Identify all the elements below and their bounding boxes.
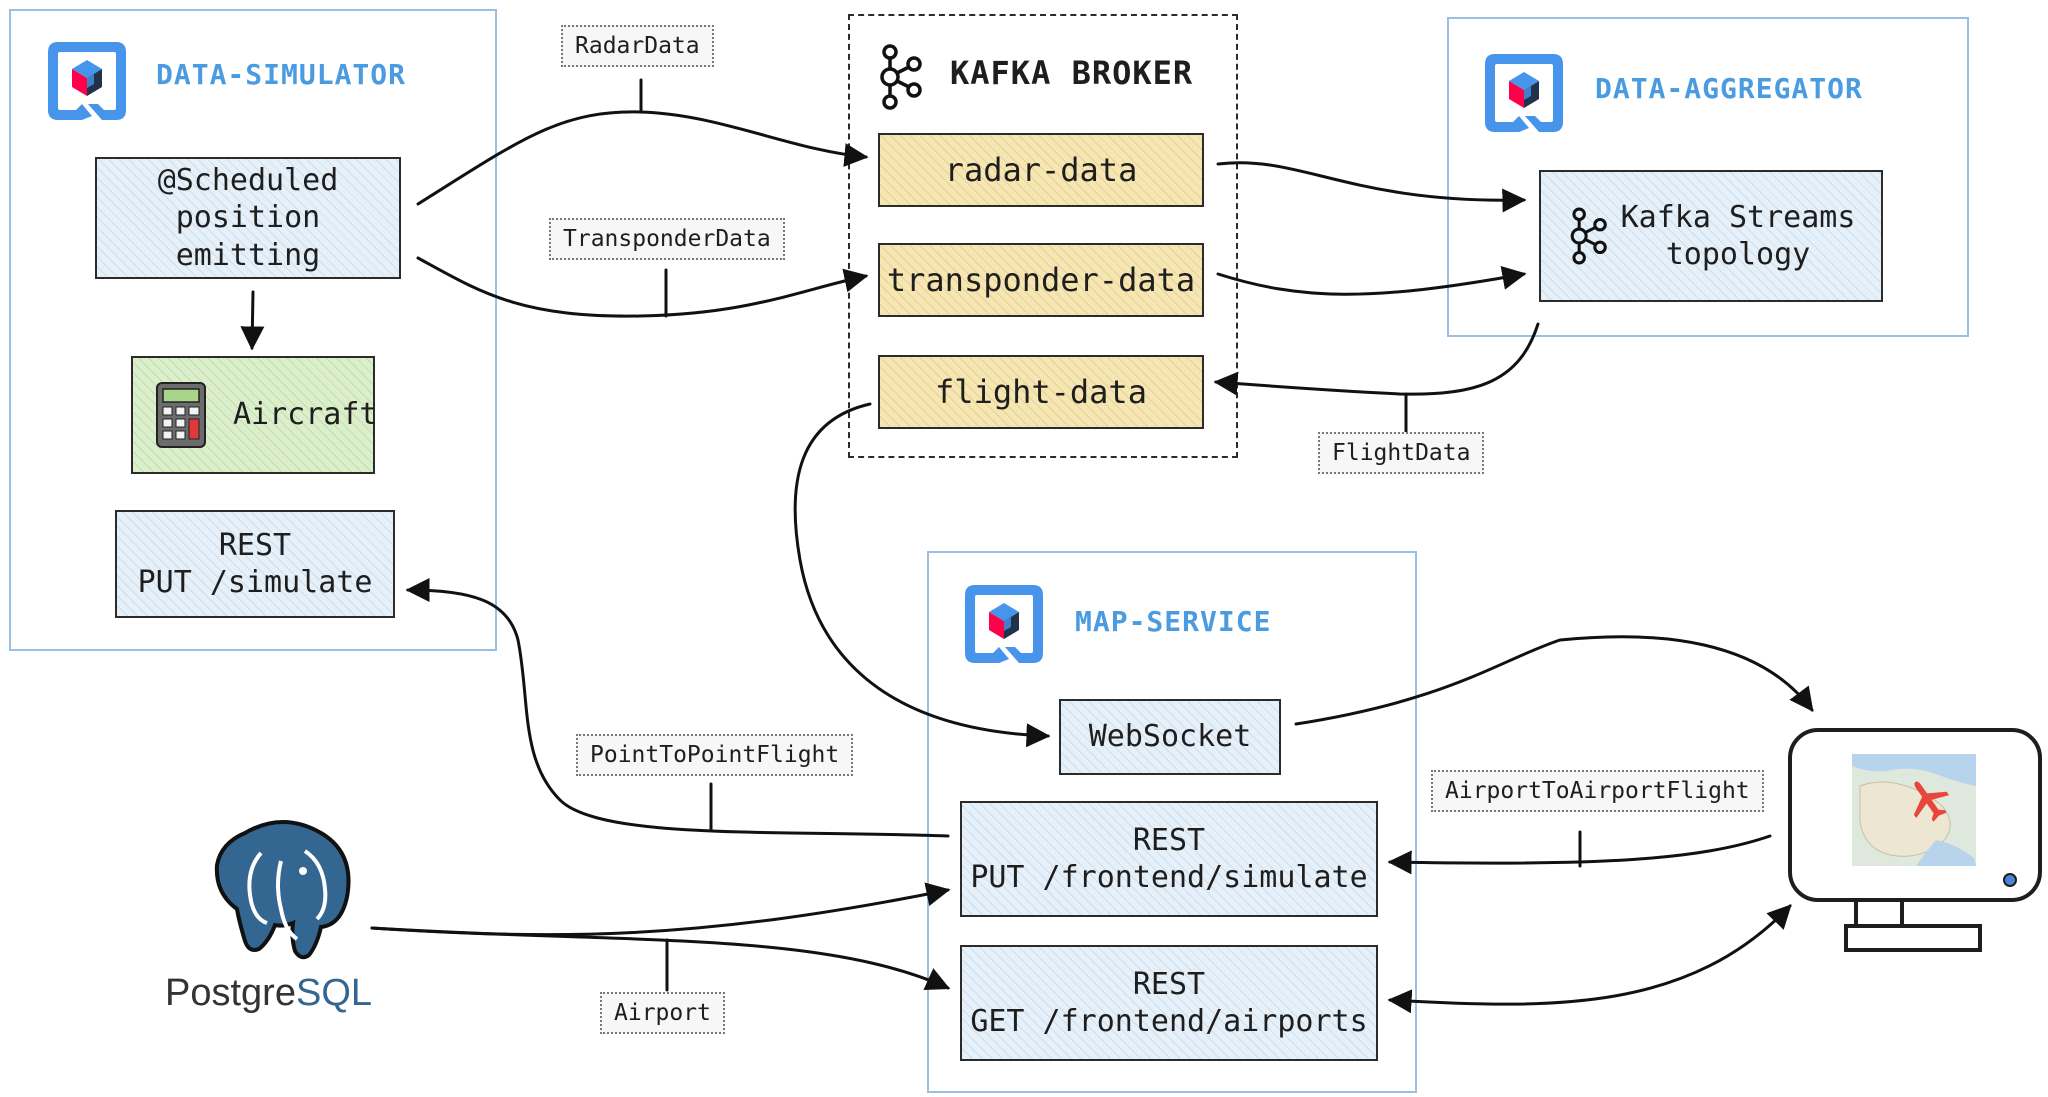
data-simulator-title: DATA-SIMULATOR <box>156 58 407 91</box>
rest-put-frontend-simulate-box: REST PUT /frontend/simulate <box>960 801 1378 917</box>
edge-transponder-streams <box>1216 266 1527 296</box>
kafka-streams-label: Kafka Streams topology <box>1620 199 1856 273</box>
topic-transponder-data: transponder-data <box>878 243 1204 317</box>
postgresql-label-part1: Postgre <box>165 972 296 1014</box>
calculator-icon <box>156 382 206 448</box>
kafka-streams-topology-box: Kafka Streams topology <box>1539 170 1883 302</box>
kafka-broker-title: KAFKA BROKER <box>950 54 1194 92</box>
rest-get-frontend-airports-box: REST GET /frontend/airports <box>960 945 1378 1061</box>
edge-frontend-simulate-simulator <box>405 578 950 838</box>
edge-postgres-rest-airports <box>370 926 951 991</box>
kafka-icon <box>1570 207 1607 265</box>
edge-scheduled-aircraft <box>240 290 265 351</box>
edge-radar-streams <box>1216 161 1527 213</box>
label-airport: Airport <box>600 992 725 1034</box>
rest-put-simulate-box: REST PUT /simulate <box>115 510 395 618</box>
label-flightdata: FlightData <box>1318 432 1485 474</box>
label-transponderdata: TransponderData <box>549 218 785 260</box>
airplane-icon <box>1913 781 1949 822</box>
edge-flight-websocket <box>793 402 1051 748</box>
postgresql-elephant-icon <box>214 820 351 960</box>
edge-airports-monitor <box>1387 904 1792 1014</box>
quarkus-logo-icon <box>1485 54 1563 132</box>
edge-transponder-data <box>416 256 869 318</box>
postgresql-label-part2: SQL <box>295 972 373 1014</box>
data-aggregator-frame <box>1447 17 1969 337</box>
websocket-box: WebSocket <box>1059 699 1281 775</box>
edge-radar-data <box>416 110 869 206</box>
quarkus-logo-icon <box>48 42 126 120</box>
edge-postgres-rest-simulate <box>370 882 951 937</box>
postgresql-label: PostgreSQL <box>165 972 372 1015</box>
edge-monitor-rest-simulate <box>1387 834 1772 875</box>
topic-radar-data: radar-data <box>878 133 1204 207</box>
data-aggregator-title: DATA-AGGREGATOR <box>1595 72 1863 105</box>
quarkus-logo-icon <box>965 585 1043 663</box>
label-pointtopointflight: PointToPointFlight <box>576 734 854 776</box>
map-service-frame <box>927 551 1417 1093</box>
label-radardata: RadarData <box>561 25 714 67</box>
map-service-title: MAP-SERVICE <box>1075 605 1272 638</box>
scheduled-position-emitting-box: @Scheduled position emitting <box>95 157 401 279</box>
topic-flight-data: flight-data <box>878 355 1204 429</box>
edge-streams-flight <box>1213 322 1540 396</box>
data-simulator-frame <box>9 9 497 651</box>
edge-websocket-monitor <box>1294 635 1814 726</box>
kafka-icon <box>880 44 922 110</box>
aircraft-label: Aircraft <box>233 397 378 433</box>
label-airporttoairportflight: AirportToAirportFlight <box>1431 770 1764 812</box>
aircraft-box: Aircraft <box>131 356 378 474</box>
kafka-broker-frame <box>848 14 1238 458</box>
